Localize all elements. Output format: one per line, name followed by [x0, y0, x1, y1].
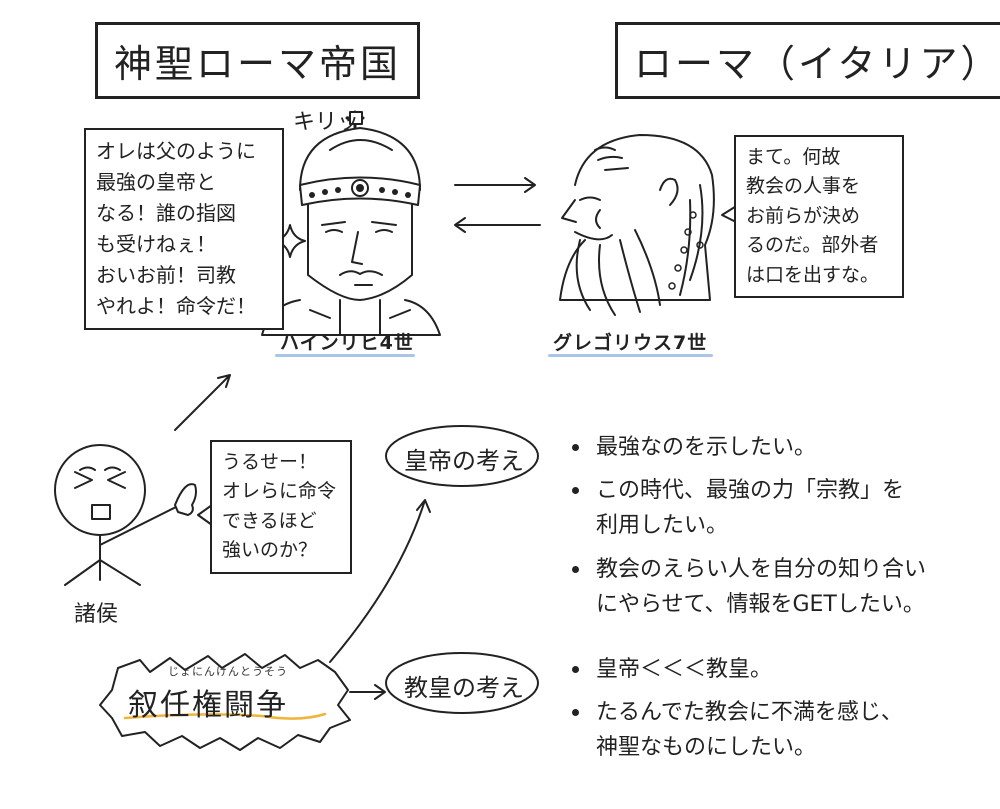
title-holy-roman-empire: 神聖ローマ帝国	[95, 22, 421, 99]
pope-portrait	[559, 134, 715, 316]
conflict-underline	[123, 712, 327, 720]
emperor-name: ハインリヒ4世	[280, 332, 414, 354]
conflict-burst	[99, 653, 351, 751]
emperor-idea-list: 最強なのを示したい。 この時代、最強の力「宗教」を 利用したい。 教会のえらい人…	[568, 430, 993, 630]
pope-name: グレゴリウス7世	[553, 332, 708, 354]
emperor-idea-label: 皇帝の考え	[404, 447, 524, 475]
emperor-idea-bubble	[385, 425, 539, 487]
arrow-lords-to-emperor	[174, 374, 231, 431]
exchange-arrows	[454, 177, 541, 233]
emperor-idea-item: この時代、最強の力「宗教」を 利用したい。	[568, 473, 993, 543]
conflict-furigana: じょにんけんとうそう	[168, 665, 288, 678]
pope-idea-item: たるんでた教会に不満を感じ、 神聖なものにしたい。	[568, 695, 993, 765]
pope-idea-item: 皇帝＜＜＜教皇。	[568, 652, 993, 687]
emperor-idea-item: 教会のえらい人を自分の知り合い にやらせて、情報をGETしたい。	[568, 552, 993, 622]
emperor-sfx-label: キリッ	[293, 110, 360, 135]
pope-idea-label: 教皇の考え	[404, 674, 524, 702]
title-rome-italy: ローマ（イタリア）	[615, 22, 1000, 99]
conflict-label: 叙任権闘争	[128, 688, 288, 723]
speech-tail-lords	[197, 504, 213, 526]
pope-name-underline	[548, 354, 713, 357]
emperor-name-underline	[275, 354, 415, 357]
arrow-conflict-to-pope-idea	[349, 684, 386, 700]
pope-idea-bubble	[385, 652, 539, 714]
lords-speech: うるせー！ オレらに命令 できるほど 強いのか？	[210, 440, 352, 574]
lords-name: 諸侯	[74, 602, 119, 627]
emperor-idea-item: 最強なのを示したい。	[568, 430, 993, 465]
emperor-speech: オレは父のように 最強の皇帝と なる！誰の指図 も受けねぇ！ おいお前！司教 や…	[84, 128, 284, 330]
pope-idea-list: 皇帝＜＜＜教皇。 たるんでた教会に不満を感じ、 神聖なものにしたい。	[568, 652, 993, 774]
pope-speech: まて。何故 教会の人事を お前らが決め るのだ。部外者 は口を出すな。	[734, 135, 904, 299]
arrow-conflict-to-emperor-idea	[329, 499, 431, 663]
emperor-portrait	[261, 110, 441, 336]
lords-figure	[54, 444, 197, 586]
